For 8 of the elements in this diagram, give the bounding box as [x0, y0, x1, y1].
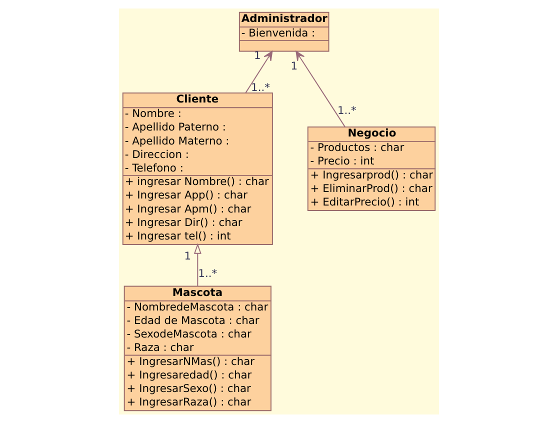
arrow: [295, 50, 346, 128]
label: 1..*: [198, 266, 217, 280]
label: 1: [290, 60, 298, 73]
label: 1..*: [250, 80, 270, 94]
label: 1..*: [336, 104, 356, 118]
arrow: [244, 50, 272, 94]
label: 1: [184, 249, 191, 262]
arrow: [193, 243, 201, 287]
